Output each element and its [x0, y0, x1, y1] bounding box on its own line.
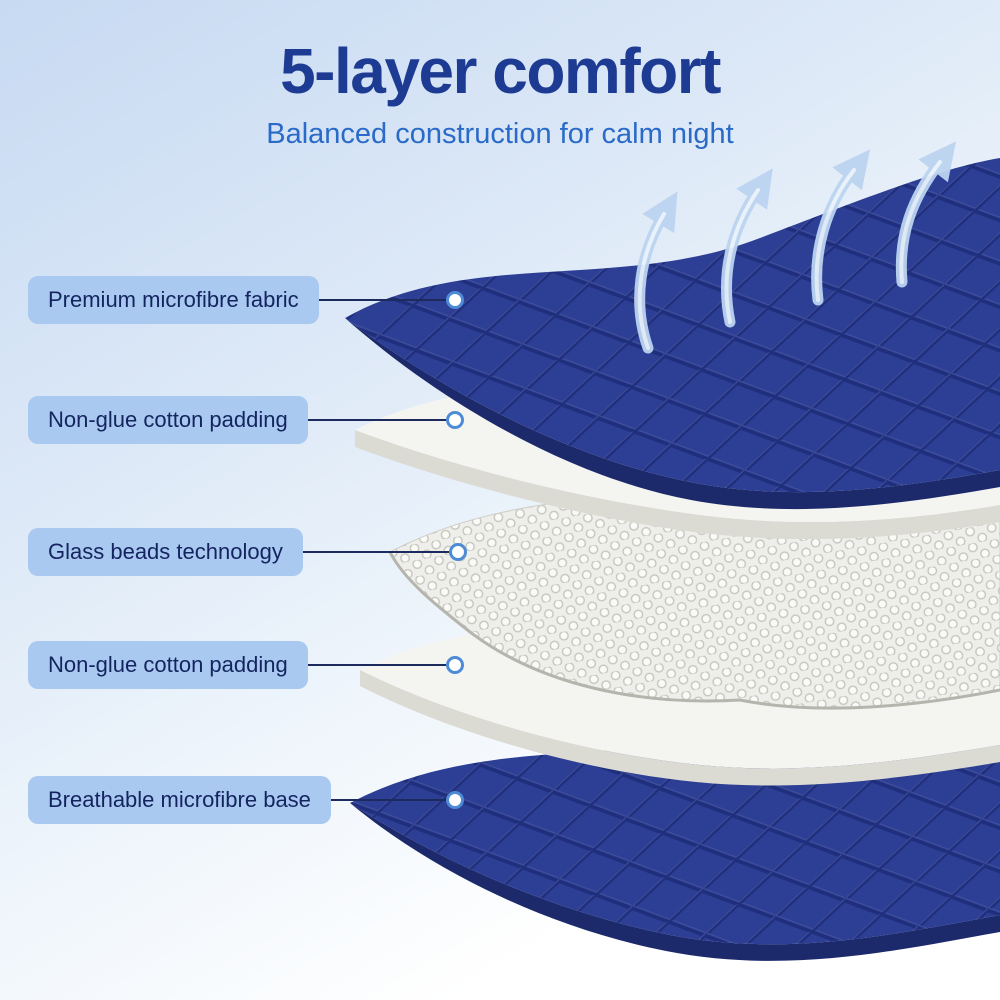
layer-1-dot	[446, 291, 464, 309]
layer-5-label-breathable-microfibre-base: Breathable microfibre base	[28, 776, 331, 824]
layer-3-label-glass-beads-technology: Glass beads technology	[28, 528, 303, 576]
layer-2-dot	[446, 411, 464, 429]
airflow-arrow-gloss	[899, 160, 942, 284]
page-title: 5-layer comfort	[280, 35, 721, 107]
layer-1-edge	[345, 318, 1000, 510]
layer-3-bottom-rim	[388, 551, 1000, 710]
layer-2-label-non-glue-cotton-padding: Non-glue cotton padding	[28, 396, 308, 444]
header: 5-layer comfort Balanced construction fo…	[0, 34, 1000, 151]
airflow-arrow-gloss	[724, 188, 760, 324]
layer-5-dot	[446, 791, 464, 809]
layer-5-edge	[350, 803, 1000, 961]
layer-1-surface	[345, 158, 1000, 493]
page-subtitle: Balanced construction for calm night	[266, 118, 734, 150]
layer-4-label-non-glue-cotton-padding: Non-glue cotton padding	[28, 641, 308, 689]
layer-dots	[446, 291, 467, 809]
layer-3-dot	[449, 543, 467, 561]
layer-1-microfibre-fabric	[345, 158, 1000, 510]
layer-4-edge	[360, 670, 1000, 786]
layer-1-label-premium-microfibre-fabric: Premium microfibre fabric	[28, 276, 319, 324]
layer-4-dot	[446, 656, 464, 674]
layer-2-edge	[355, 430, 1000, 540]
airflow-arrow-gloss	[814, 168, 856, 302]
airflow-arrows-icon	[634, 141, 957, 354]
airflow-arrow-gloss	[637, 212, 666, 350]
